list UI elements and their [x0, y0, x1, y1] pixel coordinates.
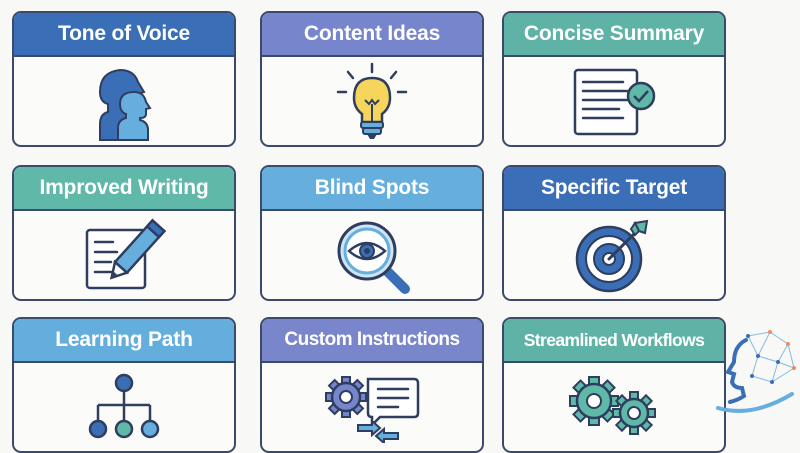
ai-head-network-icon — [716, 330, 796, 413]
card-title: Learning Path — [14, 319, 234, 363]
target-arrow-icon — [575, 219, 649, 293]
twin-gears-icon — [569, 376, 656, 435]
profile-heads-icon — [98, 68, 152, 141]
magnifier-eye-icon — [337, 221, 410, 294]
card-content-ideas: Content Ideas — [260, 11, 484, 147]
document-pencil-icon — [85, 218, 167, 290]
gears-chat-icon — [325, 376, 420, 443]
card-improved-writing: Improved Writing — [12, 165, 236, 301]
card-streamlined-workflows: Streamlined Workflows — [502, 317, 726, 453]
card-title: Specific Target — [504, 167, 724, 211]
card-title: Custom Instructions — [262, 319, 482, 363]
card-learning-path: Learning Path — [12, 317, 236, 453]
card-title: Tone of Voice — [14, 13, 234, 57]
card-blind-spots: Blind Spots — [260, 165, 484, 301]
card-specific-target: Specific Target — [502, 165, 726, 301]
card-title: Improved Writing — [14, 167, 234, 211]
card-title: Blind Spots — [262, 167, 482, 211]
card-title: Streamlined Workflows — [504, 319, 724, 363]
lightbulb-icon — [336, 62, 408, 139]
hierarchy-tree-icon — [88, 373, 160, 439]
card-title: Content Ideas — [262, 13, 482, 57]
card-tone-of-voice: Tone of Voice — [12, 11, 236, 147]
document-check-icon — [573, 68, 656, 136]
card-title: Concise Summary — [504, 13, 724, 57]
card-custom-instructions: Custom Instructions — [260, 317, 484, 453]
card-concise-summary: Concise Summary — [502, 11, 726, 147]
